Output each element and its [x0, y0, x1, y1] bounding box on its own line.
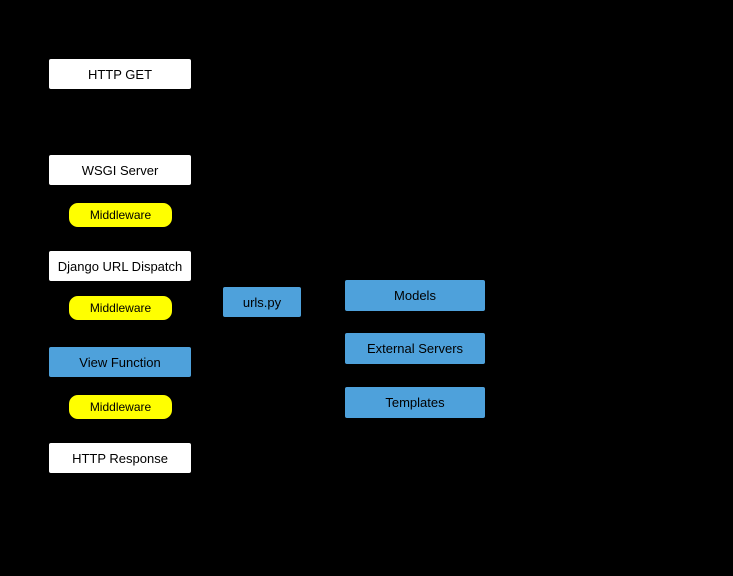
node-models-label: Models [394, 288, 436, 303]
node-view-function-label: View Function [79, 354, 161, 370]
node-urls-py: urls.py [222, 286, 302, 318]
node-http-response-label: HTTP Response [72, 450, 168, 466]
node-models: Models [344, 279, 486, 312]
node-middleware-view-label: Middleware [89, 301, 152, 315]
node-view-function: View Function [48, 346, 192, 378]
node-django-url-dispatch-label: Django URL Dispatch [57, 258, 183, 274]
node-http-get-label: HTTP GET [87, 66, 153, 82]
node-middleware-request-label: Middleware [89, 208, 152, 222]
node-wsgi-server: WSGI Server [48, 154, 192, 186]
node-middleware-view: Middleware [68, 295, 173, 321]
node-http-response: HTTP Response [48, 442, 192, 474]
node-wsgi-server-label: WSGI Server [81, 162, 159, 178]
node-django-url-dispatch: Django URL Dispatch [48, 250, 192, 282]
node-middleware-request: Middleware [68, 202, 173, 228]
node-urls-py-label: urls.py [242, 294, 282, 310]
node-templates-label: Templates [385, 395, 445, 410]
node-middleware-response-label: Middleware [89, 400, 152, 414]
node-http-get: HTTP GET [48, 58, 192, 90]
node-middleware-response: Middleware [68, 394, 173, 420]
node-templates: Templates [344, 386, 486, 419]
node-external-servers-label: External Servers [366, 341, 464, 356]
node-external-servers: External Servers [344, 332, 486, 365]
